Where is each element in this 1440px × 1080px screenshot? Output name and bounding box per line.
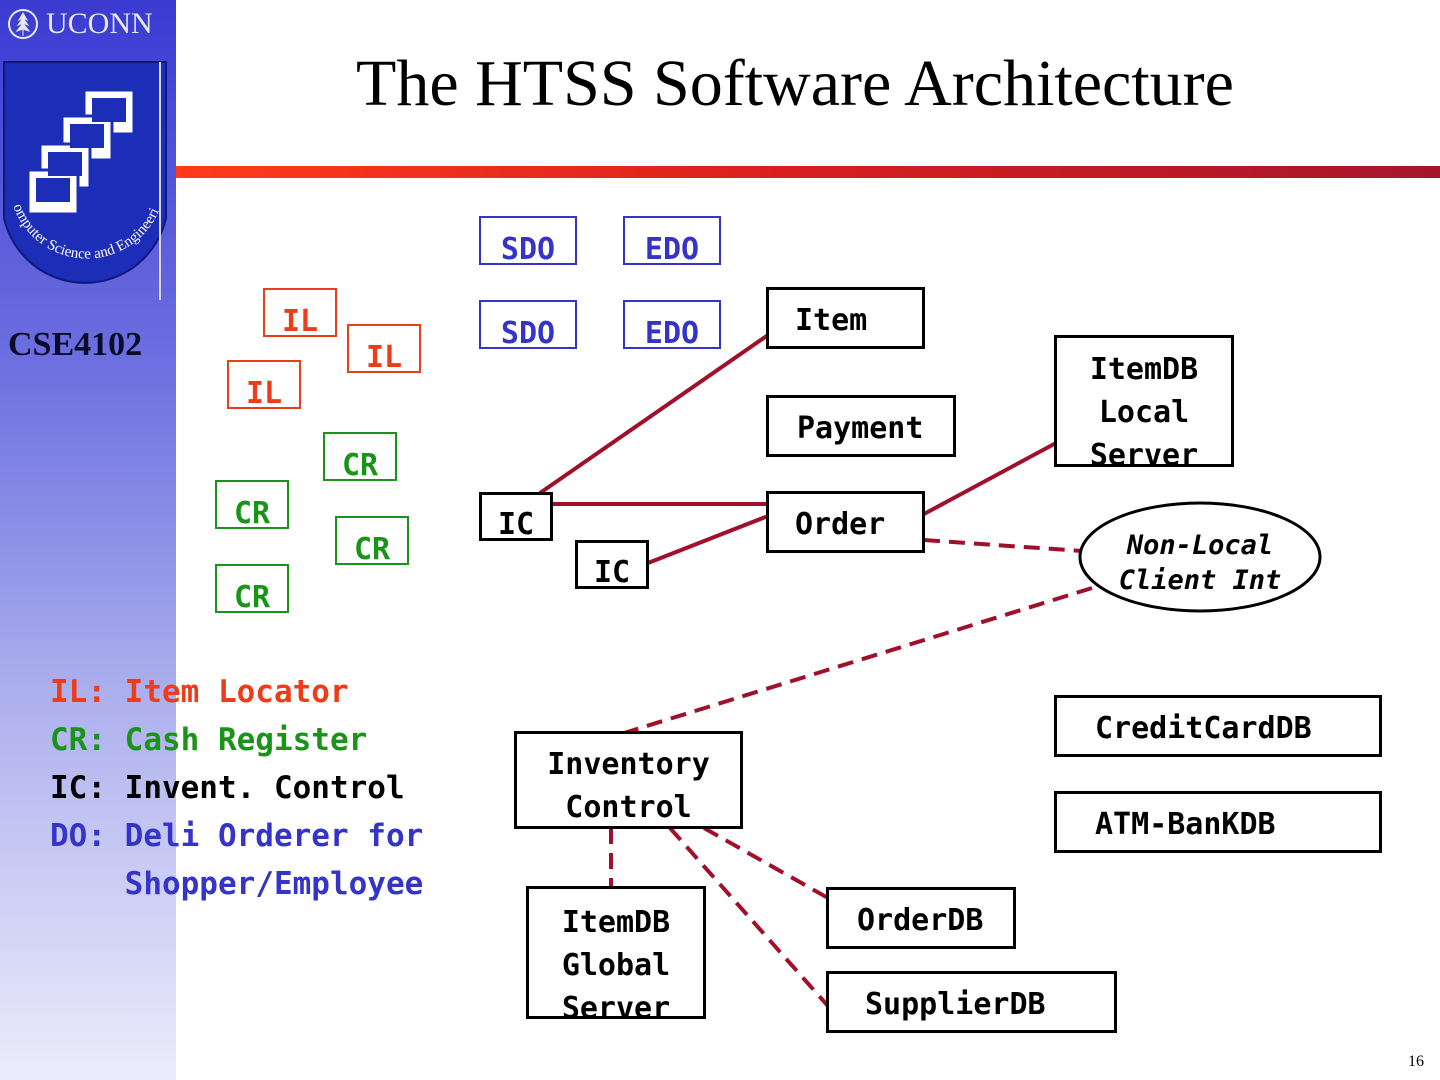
supplierdb-box: SupplierDB [826,971,1117,1033]
item-box: Item [766,287,925,349]
edo-box: EDO [623,216,721,265]
il-box: IL [227,360,301,409]
title-rule [176,166,1440,178]
page-number: 16 [1408,1053,1424,1070]
cr-box: CR [323,432,397,481]
inventory-control-box: Inventory Control [514,731,743,829]
edo-box: EDO [623,300,721,349]
cse-department-seal: Computer Science and Engineering [0,58,167,300]
link-nonlocal-inventory [623,586,1093,735]
legend-invent-control: IC: Invent. Control [50,770,405,806]
uconn-logo: UCONN [6,4,166,44]
course-code: CSE4102 [8,326,143,363]
payment-box: Payment [766,395,956,457]
slide-title: The HTSS Software Architecture [356,47,1234,120]
creditcarddb-box: CreditCardDB [1054,695,1382,757]
oak-leaf-icon [8,9,38,39]
cr-box: CR [215,480,289,529]
link-ic-item [538,333,770,495]
legend-cash-register: CR: Cash Register [50,722,368,758]
il-box: IL [263,288,337,337]
cr-box: CR [335,516,409,565]
sdo-box: SDO [479,300,577,349]
link-inventory-supplierdb [668,826,830,1008]
legend-item-locator: IL: Item Locator [50,674,349,710]
legend-deli-orderer: DO: Deli Orderer for Shopper/Employee [50,818,424,902]
uconn-wordmark: UCONN [46,7,153,40]
ic-box: IC [575,540,649,589]
link-ic2-order [647,514,769,565]
atm-bankdb-box: ATM-BanKDB [1054,791,1382,853]
ic-box: IC [479,492,553,541]
link-order-nonlocal [923,538,1083,553]
order-box: Order [766,491,925,553]
itemdb-global-server-box: ItemDB Global Server [526,886,706,1019]
non-local-client-label: Non-Local Client Int [1118,530,1282,596]
itemdb-local-server-box: ItemDB Local Server [1054,335,1234,467]
link-order-itemdb-local [923,441,1057,516]
non-local-client-ellipse [1078,501,1322,613]
sdo-box: SDO [479,216,577,265]
orderdb-box: OrderDB [826,887,1016,949]
cr-box: CR [215,564,289,613]
il-box: IL [347,324,421,373]
